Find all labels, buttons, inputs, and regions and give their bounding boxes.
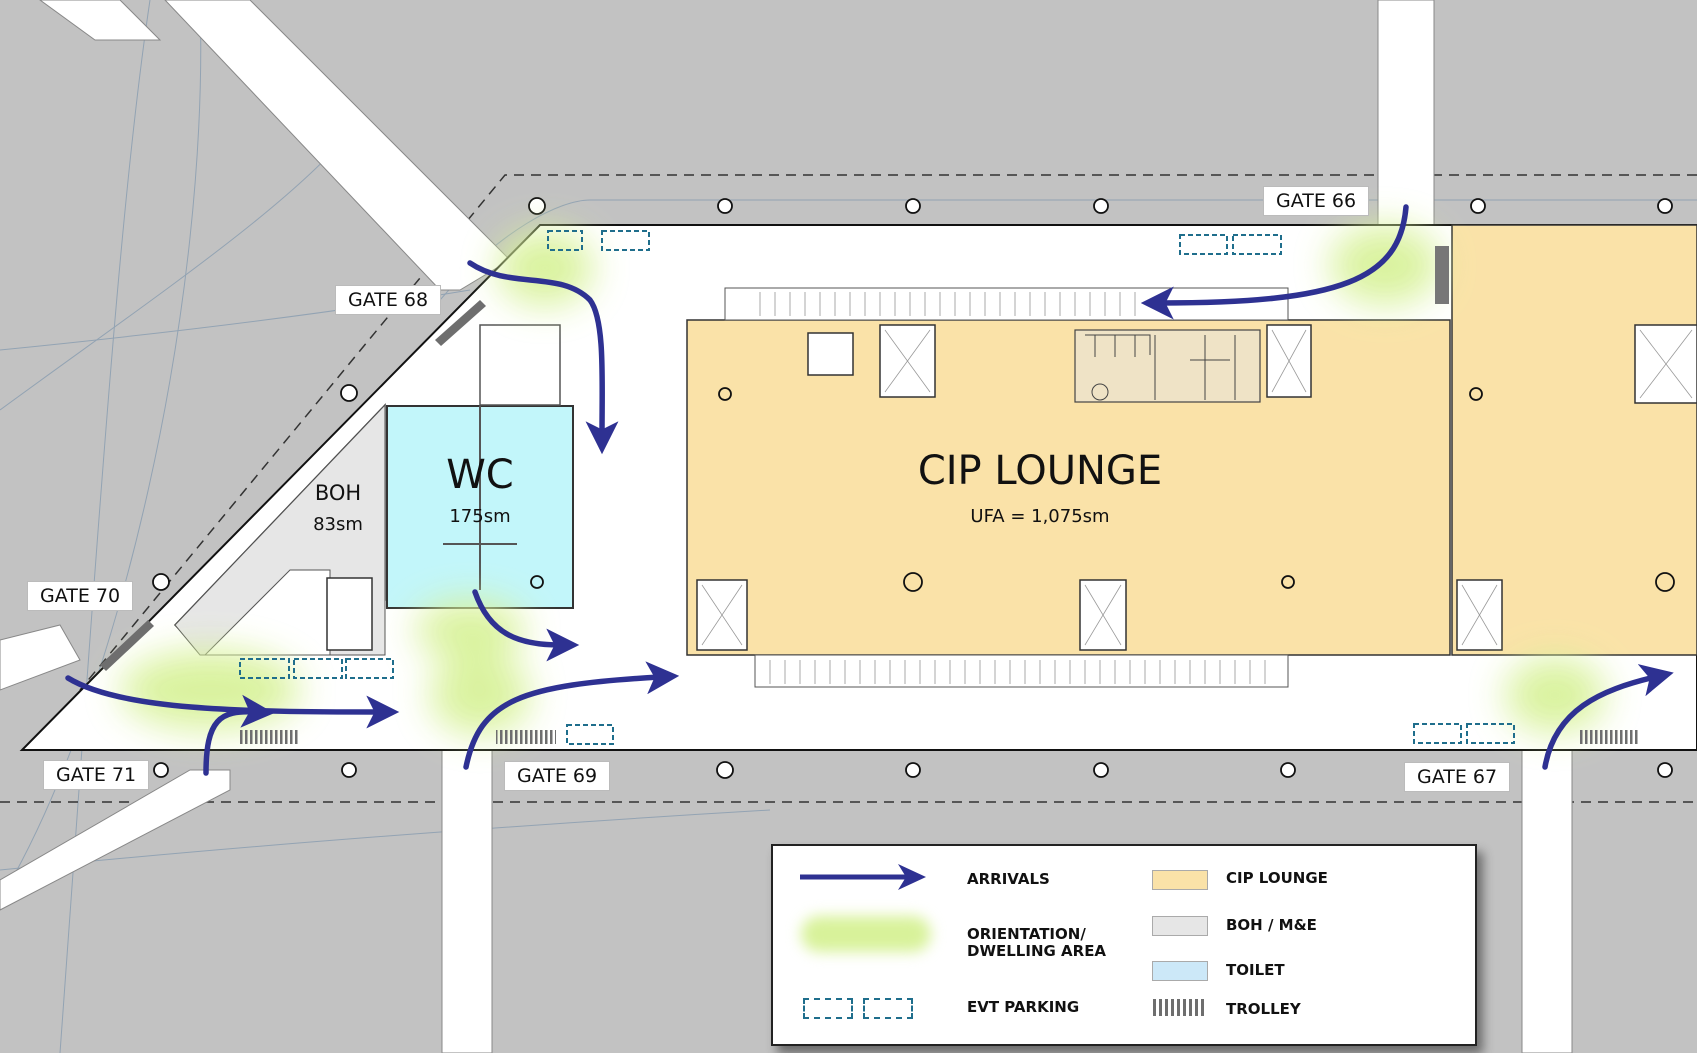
orientation-areas	[120, 225, 1605, 735]
gate-67-label: GATE 67	[1404, 762, 1511, 792]
cip-lounge-title: CIP LOUNGE	[917, 448, 1163, 494]
legend-arrivals-label: ARRIVALS	[967, 870, 1050, 888]
gate-70-label: GATE 70	[27, 581, 134, 611]
legend-trolley-label: TROLLEY	[1226, 1000, 1301, 1018]
legend-orientation-label: ORIENTATION/ DWELLING AREA	[967, 925, 1107, 960]
wc-title: WC	[446, 452, 514, 498]
cip-lounge-swatch	[1152, 870, 1208, 890]
boh-area: 83sm	[313, 514, 363, 535]
arrival-arrows	[65, 204, 1674, 776]
boh-swatch	[1152, 916, 1208, 936]
gate-71-label: GATE 71	[43, 760, 150, 790]
cip-lounge-room	[686, 319, 1451, 656]
gate-69-label: GATE 69	[504, 761, 611, 791]
trolley-bays	[240, 246, 1638, 744]
trolley-icon	[1153, 999, 1207, 1016]
columns	[152, 197, 1675, 779]
legend-evt-parking-label: EVT PARKING	[967, 998, 1080, 1016]
cip-lounge-area: UFA = 1,075sm	[970, 506, 1110, 527]
lounge-toilets	[1074, 329, 1261, 403]
arrival-arrow-icon	[800, 864, 926, 890]
legend-boh-label: BOH / M&E	[1226, 916, 1317, 934]
gate-66-label: GATE 66	[1263, 186, 1370, 216]
boh-title: BOH	[314, 481, 362, 505]
wc-area: 175sm	[449, 506, 511, 527]
legend: ARRIVALS ORIENTATION/ DWELLING AREA EVT …	[771, 844, 1477, 1046]
gate-68-label: GATE 68	[335, 285, 442, 315]
apron-dashed-line	[0, 174, 1697, 803]
legend-toilet-label: TOILET	[1226, 961, 1285, 979]
toilet-swatch	[1152, 961, 1208, 981]
evt-parking-icon	[803, 998, 853, 1019]
legend-cip-lounge-label: CIP LOUNGE	[1226, 869, 1328, 887]
evt-parking-icon	[863, 998, 913, 1019]
orientation-area-swatch	[801, 916, 931, 952]
evt-parking-spots	[239, 230, 1515, 745]
